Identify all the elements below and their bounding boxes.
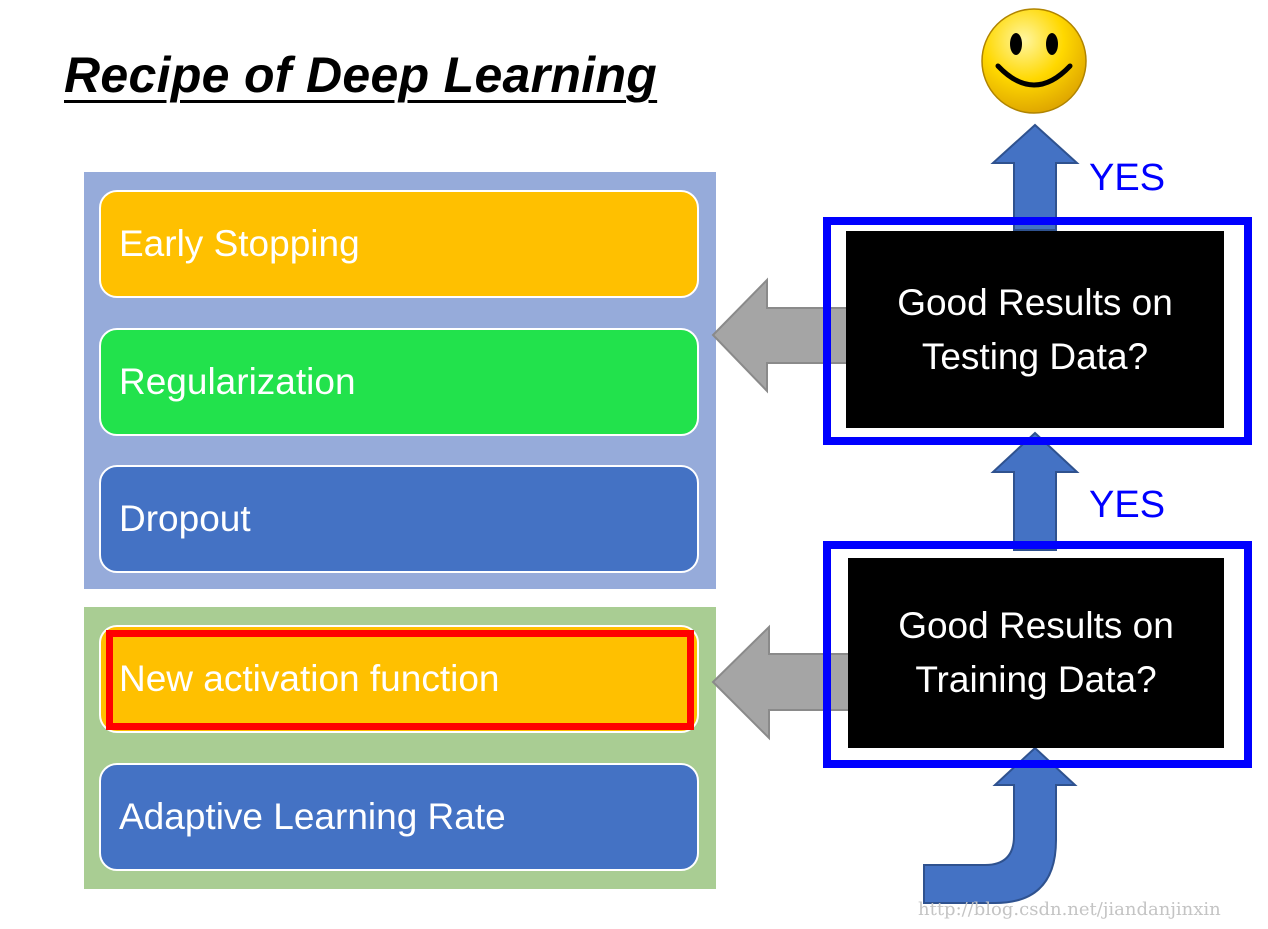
- smiley-face-icon: [981, 8, 1087, 114]
- training-decision-line1: Good Results on: [898, 605, 1174, 647]
- slide-title: Recipe of Deep Learning: [64, 47, 658, 103]
- testing-decision-line1: Good Results on: [897, 281, 1173, 323]
- testing-decision-line2: Testing Data?: [921, 335, 1149, 377]
- entry-arrow: [923, 746, 1078, 904]
- yes-arrow-middle: [990, 431, 1080, 551]
- yes-arrow-top: [990, 123, 1080, 231]
- training-decision-line2: Training Data?: [915, 659, 1157, 700]
- adaptive-learning-rate-item: Adaptive Learning Rate: [99, 763, 699, 871]
- testing-decision-frame: [823, 217, 1252, 445]
- training-decision-box: Good Results on Training Data?: [848, 558, 1224, 748]
- regularization-item: Regularization: [99, 328, 699, 436]
- early-stopping-item: Early Stopping: [99, 190, 699, 298]
- watermark: http://blog.csdn.net/jiandanjinxin: [918, 899, 1221, 920]
- yes-label-top: YES: [1089, 157, 1166, 199]
- highlight-frame: [106, 630, 694, 730]
- new-activation-function-item: New activation function: [99, 625, 699, 733]
- testing-feedback-arrow: [711, 277, 850, 394]
- yes-label-bottom: YES: [1089, 484, 1166, 526]
- training-feedback-arrow: [711, 624, 850, 741]
- training-decision-frame: [823, 541, 1252, 768]
- dropout-item: Dropout: [99, 465, 699, 573]
- testing-decision-box: Good Results on Testing Data?: [846, 231, 1224, 428]
